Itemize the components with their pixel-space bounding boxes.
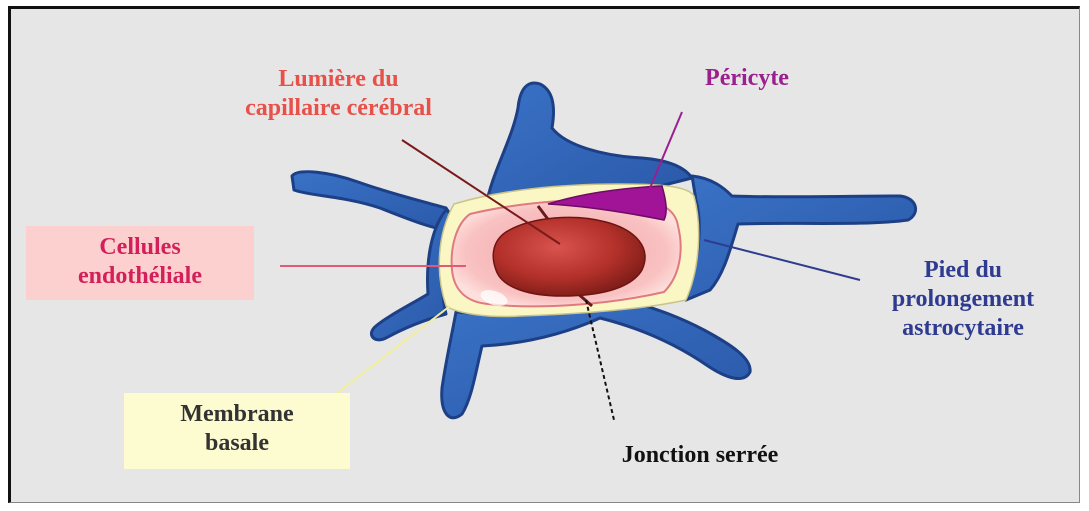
label-line: capillaire cérébral [196, 94, 481, 123]
label-line: Membrane [124, 400, 350, 429]
label-line: Pied du [848, 256, 1078, 285]
label-astrocyte-foot: Pied du prolongement astrocytaire [848, 256, 1078, 343]
label-endothelial-cells: Cellules endothéliale [26, 226, 254, 300]
label-pericyte: Péricyte [672, 64, 822, 93]
label-basal-membrane: Membrane basale [124, 393, 350, 469]
label-line: Cellules [26, 233, 254, 262]
label-line: endothéliale [26, 262, 254, 291]
label-capillary-lumen: Lumière du capillaire cérébral [196, 65, 481, 123]
label-line: prolongement [848, 285, 1078, 314]
label-line: astrocytaire [848, 314, 1078, 343]
label-line: Lumière du [196, 65, 481, 94]
label-tight-junction: Jonction serrée [560, 441, 840, 470]
label-line: Péricyte [672, 64, 822, 93]
label-line: Jonction serrée [560, 441, 840, 470]
label-line: basale [124, 429, 350, 458]
capillary-lumen [493, 217, 645, 296]
astrocyte-foot-bottom [442, 300, 750, 418]
